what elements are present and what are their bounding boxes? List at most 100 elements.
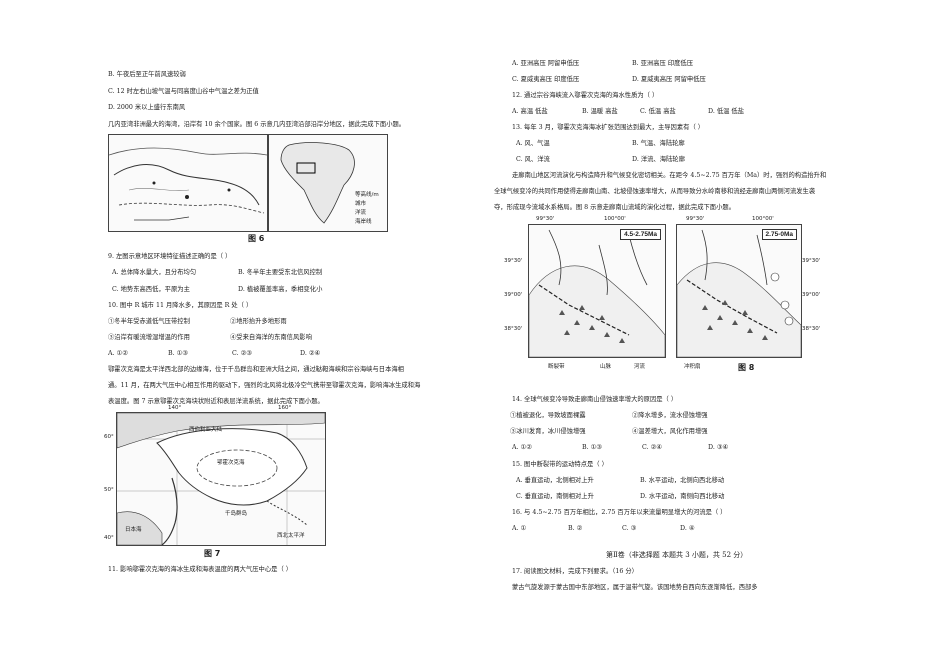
q13-option-a: A. 风、气温 xyxy=(516,140,550,147)
q9-option-b: B. 冬半年主要受东北信风控制 xyxy=(238,269,323,276)
fig8-marker-3 xyxy=(784,316,794,326)
fig6-legend-contour: 等高线/m xyxy=(355,192,379,198)
q8-option-b: B. 午夜后至正午前风速较弱 xyxy=(108,71,186,78)
q14-item-4: ④温差增大，风化作用增强 xyxy=(632,428,708,435)
q10-answer-c: C. ②③ xyxy=(232,350,252,357)
q11-option-a: A. 亚洲高压 阿留申低压 xyxy=(512,60,580,67)
q12-stem: 12. 通过宗谷海峡流入鄂霍次克海的海水性质为（ ） xyxy=(512,92,659,99)
fig7-lon-140: 140° xyxy=(168,405,182,411)
fig8-legend-mountain: 山脉 xyxy=(600,364,612,370)
q10-answer-d: D. ②④ xyxy=(300,350,321,357)
q15-option-c: C. 垂直运动，南侧相对上升 xyxy=(516,493,594,500)
q11-option-d: D. 夏威夷高压 阿留申低压 xyxy=(632,76,706,83)
q12-answer-d: D. 低温 低盐 xyxy=(708,108,745,115)
q14-stem: 14. 全球气候变冷导致走廊南山侵蚀速率增大的原因是（ ） xyxy=(512,396,678,403)
q10-item-2: ②地形抬升多地形雨 xyxy=(230,318,287,325)
fig8-lat-right-1: 39°30' xyxy=(802,258,821,264)
q16-stem: 16. 与 4.5~2.75 百万年相比，2.75 百万年以来流量明显增大的河流… xyxy=(512,509,727,516)
fig8-legend-fault: 断裂带 xyxy=(548,364,565,370)
intro-nanshan-2: 全球气候变冷的共同作用使得走廊南山南、北坡侵蚀速率增大，从而导致分水岭南移和流经… xyxy=(494,188,816,195)
q8-option-c: C. 12 时左右山坡气温与同高度山谷中气温之差为正值 xyxy=(108,88,259,95)
q11-stem: 11. 影响鄂霍次克海的海冰生成和海表温度的两大气压中心是（ ） xyxy=(108,566,293,573)
fig6-left-map xyxy=(108,134,268,232)
intro-nanshan-3: 夺，形成现今流域水系格局。图 8 示意走廊南山流域的演化过程，据此完成下面小题。 xyxy=(494,204,735,211)
q15-option-d: D. 水平运动，南侧向西北移动 xyxy=(640,493,725,500)
q11-option-b: B. 亚洲高压 印度低压 xyxy=(632,60,694,67)
fig7-caption: 图 7 xyxy=(204,549,221,558)
q9-stem: 9. 左图示意地区环境特征描述正确的是（ ） xyxy=(108,253,232,260)
q10-answer-b: B. ①③ xyxy=(168,350,188,357)
q9-option-d: D. 植被覆盖率高，季相变化小 xyxy=(238,286,323,293)
q10-item-1: ①冬半年受赤道低气压带控制 xyxy=(108,318,190,325)
q16-answer-a: A. ① xyxy=(512,525,527,532)
q14-answer-b: B. ①③ xyxy=(582,444,602,451)
fig8-lat-left-3: 38°30' xyxy=(504,326,523,332)
q11-option-c: C. 夏威夷高压 印度低压 xyxy=(512,76,580,83)
figure-6: 等高线/m 城市 洋流 海岸线 xyxy=(108,134,388,232)
q13-option-c: C. 风、洋流 xyxy=(516,156,550,163)
intro-okhotsk-3: 表温度。图 7 示意鄂霍次克海块状附近和表层洋流系统，据此完成下面小题。 xyxy=(108,398,324,405)
fig6-legend-city: 城市 xyxy=(355,201,367,207)
intro-guinea-gulf: 几内亚湾非洲最大的海湾，沿岸有 10 余个国家。图 6 示意几内亚湾沿部沿岸分地… xyxy=(108,121,406,128)
fig6-left-map-drawing xyxy=(109,147,267,221)
fig7-lon-160: 160° xyxy=(278,405,292,411)
fig7-map-drawing xyxy=(117,413,325,545)
fig7-okhotsk-label: 鄂霍次克海 xyxy=(217,460,245,466)
fig7-lat-60: 60° xyxy=(104,434,114,440)
fig8-panel-late-label: 2.75-0Ma xyxy=(761,229,797,240)
fig8-lon-right-2: 100°00' xyxy=(752,216,774,222)
fig8-panel-late-drawing xyxy=(677,229,801,357)
fig8-panel-early: 4.5-2.75Ma xyxy=(528,224,666,358)
q14-answer-d: D. ③④ xyxy=(708,444,729,451)
section-2-header: 第Ⅱ卷（非选择题 本题共 3 小题，共 52 分） xyxy=(606,551,748,559)
q8-option-d: D. 2000 米以上盛行东南风 xyxy=(108,104,186,111)
intro-nanshan-1: 走廊南山地区河流演化与构造降升和气候变化密切相关。在距今 4.5~2.75 百万… xyxy=(512,172,827,179)
fig8-lat-left-2: 39°00' xyxy=(504,292,523,298)
q10-item-3: ③沿岸有暖流增湿增温的作用 xyxy=(108,334,190,341)
q17-passage: 蒙古气旋发源于蒙古国中东部地区，属于温带气旋。该国地势自西向东逐渐降低，西部多 xyxy=(512,584,758,591)
fig6-legend-coast: 海岸线 xyxy=(355,219,372,225)
fig8-late-mountains xyxy=(702,300,768,340)
q16-answer-b: B. ② xyxy=(568,525,583,532)
intro-okhotsk-2: 通。11 月，在两大气压中心相互作用的驱动下，强烈的北风将北极冷空气携带至鄂霍次… xyxy=(108,382,421,389)
intro-okhotsk-1: 鄂霍次克海是太平洋西北部的边缘海，位于千岛群岛和亚洲大陆之间，通过鞑靼海峡和宗谷… xyxy=(108,366,404,373)
q15-option-b: B. 水平运动，北侧向西北移动 xyxy=(640,477,725,484)
fig8-lon-right-1: 99°30' xyxy=(686,216,705,222)
fig8-panel-late: 2.75-0Ma xyxy=(676,224,802,358)
fig8-panel-early-drawing xyxy=(529,229,665,357)
q10-answer-a: A. ①② xyxy=(108,350,128,357)
q9-option-a: A. 总体降水量大，且分布均匀 xyxy=(112,269,197,276)
fig7-japan-sea-label: 日本海 xyxy=(125,527,142,533)
q14-answer-a: A. ①② xyxy=(512,444,532,451)
fig7-kuril-label: 千岛群岛 xyxy=(225,511,248,517)
q13-option-b: B. 气温、海陆轮廓 xyxy=(632,140,685,147)
fig7-lat-40: 40° xyxy=(104,535,114,541)
fig8-marker-1 xyxy=(770,272,780,282)
q13-option-d: D. 洋流、海陆轮廓 xyxy=(632,156,685,163)
fig8-lat-right-3: 38°30' xyxy=(802,326,821,332)
fig8-early-mountains xyxy=(559,305,625,343)
fig8-lat-left-1: 39°30' xyxy=(504,258,523,264)
q16-answer-d: D. ④ xyxy=(680,525,695,532)
fig7-lat-50: 50° xyxy=(104,487,114,493)
q9-option-c: C. 地势东高西低，平原为主 xyxy=(112,286,190,293)
q14-answer-c: C. ②④ xyxy=(642,444,662,451)
q16-answer-c: C. ③ xyxy=(622,525,637,532)
fig6-africa-drawing xyxy=(280,142,355,224)
fig6-legend-current: 洋流 xyxy=(355,210,367,216)
q10-stem: 10. 图中 R 城市 11 月降水多，其原因是 R 处（ ） xyxy=(108,302,253,309)
q12-answer-b: B. 温暖 高盐 xyxy=(582,108,618,115)
fig8-panel-early-label: 4.5-2.75Ma xyxy=(620,229,661,240)
q14-item-3: ③冰川发育，冰川侵蚀增强 xyxy=(510,428,586,435)
fig6-caption: 图 6 xyxy=(248,234,265,243)
q15-option-a: A. 垂直运动，北侧相对上升 xyxy=(516,477,594,484)
q13-stem: 13. 每年 3 月，鄂霍次克海海冰扩张范围达到最大，主导因素有（ ） xyxy=(512,124,705,131)
q14-item-2: ②降水增多，流水侵蚀增强 xyxy=(632,412,708,419)
fig8-marker-2 xyxy=(780,300,790,310)
fig7-siberia-label: 西伯利亚大陆 xyxy=(189,427,223,433)
q12-answer-a: A. 高温 低盐 xyxy=(512,108,548,115)
fig8-lon-left-1: 99°30' xyxy=(536,216,555,222)
fig8-lat-right-2: 39°00' xyxy=(802,292,821,298)
q15-stem: 15. 图中断裂带的运动特点是（ ） xyxy=(512,461,608,468)
